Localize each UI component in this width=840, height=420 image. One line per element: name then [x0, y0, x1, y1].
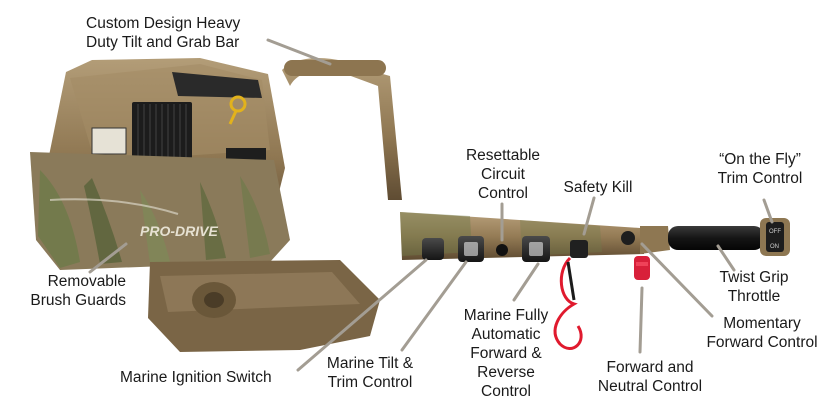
label-tilt-trim: Marine Tilt &Trim Control — [326, 355, 414, 391]
forward-neutral-knob — [634, 256, 650, 280]
momentary-forward-button — [621, 231, 635, 245]
brand-logo: PRO-DRIVE — [140, 223, 218, 239]
leader-brush — [88, 242, 128, 274]
leader-twist — [716, 244, 736, 272]
label-ignition-switch: Marine Ignition Switch — [120, 369, 272, 386]
leader-momentary — [640, 242, 714, 318]
leader-safety — [582, 196, 596, 236]
safety-kill-switch — [570, 240, 588, 258]
tilt-grab-bar — [282, 57, 402, 200]
lower-gear-housing — [148, 260, 380, 352]
trim-switch-off-text: OFF — [769, 229, 781, 235]
label-on-the-fly-trim: “On the Fly”Trim Control — [717, 151, 803, 187]
label-safety-kill: Safety Kill — [563, 179, 633, 196]
leader-on-fly — [762, 198, 774, 224]
leader-fwd-neutral — [638, 286, 644, 354]
trim-rocker-switch — [766, 222, 784, 252]
trim-switch-on-text: ON — [770, 244, 779, 250]
leader-ignition — [296, 258, 428, 372]
circuit-breaker-button — [496, 244, 508, 256]
ignition-switch — [422, 238, 444, 260]
twist-grip-throttle: OFF ON — [640, 218, 790, 256]
callout-leaders — [88, 38, 774, 372]
brush-guard: PRO-DRIVE — [30, 152, 290, 270]
tiller-arm — [400, 212, 650, 350]
leader-tilt-trim — [400, 260, 468, 352]
leader-tilt-bar — [266, 38, 332, 66]
leader-auto — [512, 262, 540, 302]
